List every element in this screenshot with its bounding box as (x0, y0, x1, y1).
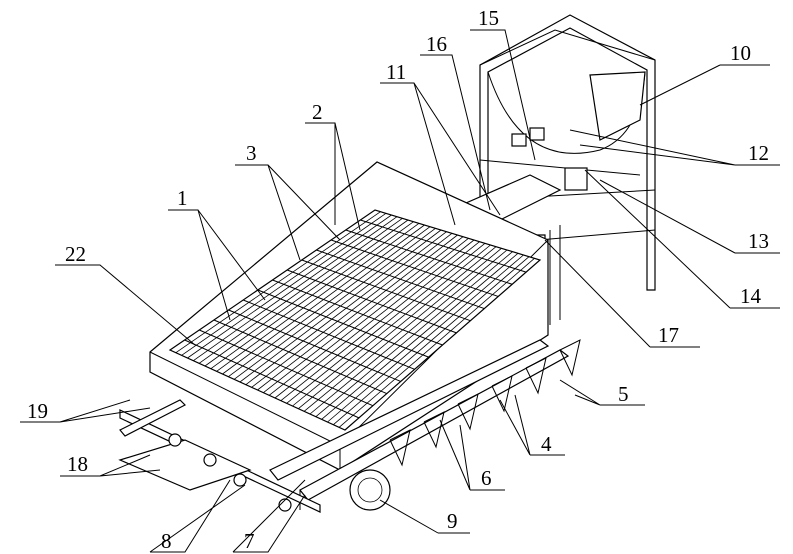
linkage-arm (389, 429, 411, 467)
sieve-wire (333, 256, 530, 425)
sieve-wire (338, 258, 535, 428)
sieve-wire (222, 224, 425, 375)
sieve-wire (181, 213, 387, 356)
label-10: 10 (730, 41, 751, 65)
linkage-arm (525, 357, 547, 395)
linkage-arm (423, 411, 445, 449)
label-17: 17 (658, 323, 679, 347)
sieve-wire (187, 214, 392, 359)
sieve-wire (257, 234, 458, 391)
discharge-frame (118, 399, 321, 513)
label-3: 3 (246, 141, 257, 165)
label-12: 12 (748, 141, 769, 165)
linkage-arm (559, 339, 581, 377)
label-16: 16 (426, 32, 447, 56)
sieve-wire (245, 231, 447, 385)
sieve-wire (315, 251, 513, 417)
sieve-wire (175, 211, 381, 353)
sieve-wire (292, 244, 491, 407)
label-7: 7 (244, 529, 255, 553)
sieve-wire (298, 246, 497, 409)
sieve-wire (233, 228, 436, 380)
sieve-grid (175, 211, 535, 428)
sieve-wire (280, 241, 480, 401)
sieve-wire (216, 223, 420, 372)
sieve-wire (193, 216, 398, 361)
label-13: 13 (748, 229, 769, 253)
sieve-wire (286, 243, 486, 404)
label-22: 22 (65, 242, 86, 266)
sieve-wire (198, 218, 403, 364)
label-2: 2 (312, 100, 323, 124)
hopper-frame (479, 14, 656, 331)
sieve-wire (321, 253, 519, 420)
sieve-wire (204, 219, 409, 367)
sieve-wire (228, 226, 431, 377)
leader-lines (20, 29, 780, 553)
sieve-wire (263, 236, 464, 393)
label-5: 5 (618, 382, 629, 406)
label-4: 4 (541, 432, 552, 456)
sieve-wire (327, 254, 524, 423)
label-1: 1 (177, 186, 188, 210)
sieve-wire (239, 229, 442, 383)
sieve-wire (303, 248, 502, 412)
part-labels: 15 16 10 11 2 12 3 1 13 22 14 17 5 19 4 … (27, 6, 769, 553)
label-14: 14 (740, 284, 762, 308)
conveyor-frame (269, 339, 581, 511)
label-8: 8 (161, 529, 172, 553)
label-6: 6 (481, 466, 492, 490)
label-18: 18 (67, 452, 88, 476)
motor-9 (349, 469, 391, 511)
label-9: 9 (447, 509, 458, 533)
sieve-wire (268, 238, 469, 396)
sieve-wire (309, 249, 508, 415)
sieve-wire (251, 233, 453, 388)
linkage-arms (389, 339, 581, 467)
sieve-wire (210, 221, 414, 369)
label-15: 15 (478, 6, 499, 30)
linkage-arm (491, 375, 513, 413)
sieve-wire (274, 239, 475, 399)
linkage-arm (457, 393, 479, 431)
label-11: 11 (386, 60, 406, 84)
label-19: 19 (27, 399, 48, 423)
